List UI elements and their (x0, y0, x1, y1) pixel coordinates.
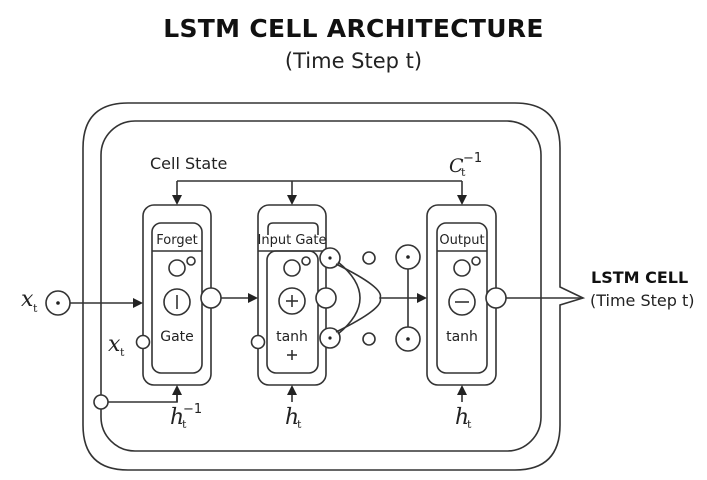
input-top-dot (328, 256, 332, 260)
side-label-title: LSTM CELL (591, 268, 689, 287)
svg-text:C: C (449, 155, 464, 177)
combine-curve-outer (335, 263, 382, 333)
hidden-feedback-node (93, 394, 109, 410)
combine-curve-inner (337, 261, 361, 335)
input-mid-node (315, 287, 337, 309)
svg-text:t: t (33, 302, 38, 315)
forget-gate-footer: Gate (160, 329, 194, 345)
forget-gate-header: Forget (156, 233, 197, 248)
cell-state-label: Cell State (150, 154, 227, 173)
outer-cell-frame (82, 102, 586, 471)
svg-text:x: x (21, 287, 34, 312)
h-output-label: h t (455, 405, 472, 431)
forget-output-node (200, 287, 222, 309)
x-outer-label: x t (21, 287, 38, 315)
diagram-subtitle: (Time Step t) (284, 49, 423, 73)
svg-text:t: t (461, 166, 466, 179)
svg-text:x: x (108, 332, 121, 357)
side-label-subtitle: (Time Step t) (590, 291, 695, 310)
prev-cell-state-label: C t −1 (449, 151, 482, 179)
mult-bottom-dot (406, 337, 410, 341)
input-gate-footer: tanh (276, 329, 308, 345)
input-bottom-dot (328, 336, 332, 340)
output-gate-footer: tanh (446, 329, 478, 345)
svg-text:h: h (285, 405, 299, 430)
aux-node-bottom (362, 332, 376, 346)
x-input-dot (56, 301, 60, 305)
input-gate-header: Input Gate (258, 233, 327, 248)
svg-text:−1: −1 (183, 402, 202, 417)
output-gate-header: Output (439, 233, 484, 248)
mult-top-dot (406, 255, 410, 259)
h-prev-label: h t −1 (170, 402, 202, 431)
input-left-node (250, 334, 266, 350)
svg-text:t: t (467, 418, 472, 431)
svg-text:t: t (297, 418, 302, 431)
inner-cell-frame (100, 120, 542, 452)
output-out-node (485, 287, 507, 309)
aux-node-top (362, 251, 376, 265)
hidden-feedback-line (108, 387, 178, 403)
svg-text:t: t (120, 346, 125, 359)
diagram-title: LSTM CELL ARCHITECTURE (163, 14, 544, 43)
svg-text:h: h (170, 405, 184, 430)
svg-text:t: t (182, 418, 187, 431)
forget-input-node (135, 334, 151, 350)
svg-text:−1: −1 (463, 151, 482, 166)
svg-text:h: h (455, 405, 469, 430)
h-input-label: h t (285, 405, 302, 431)
x-inner-label: x t (108, 332, 125, 359)
